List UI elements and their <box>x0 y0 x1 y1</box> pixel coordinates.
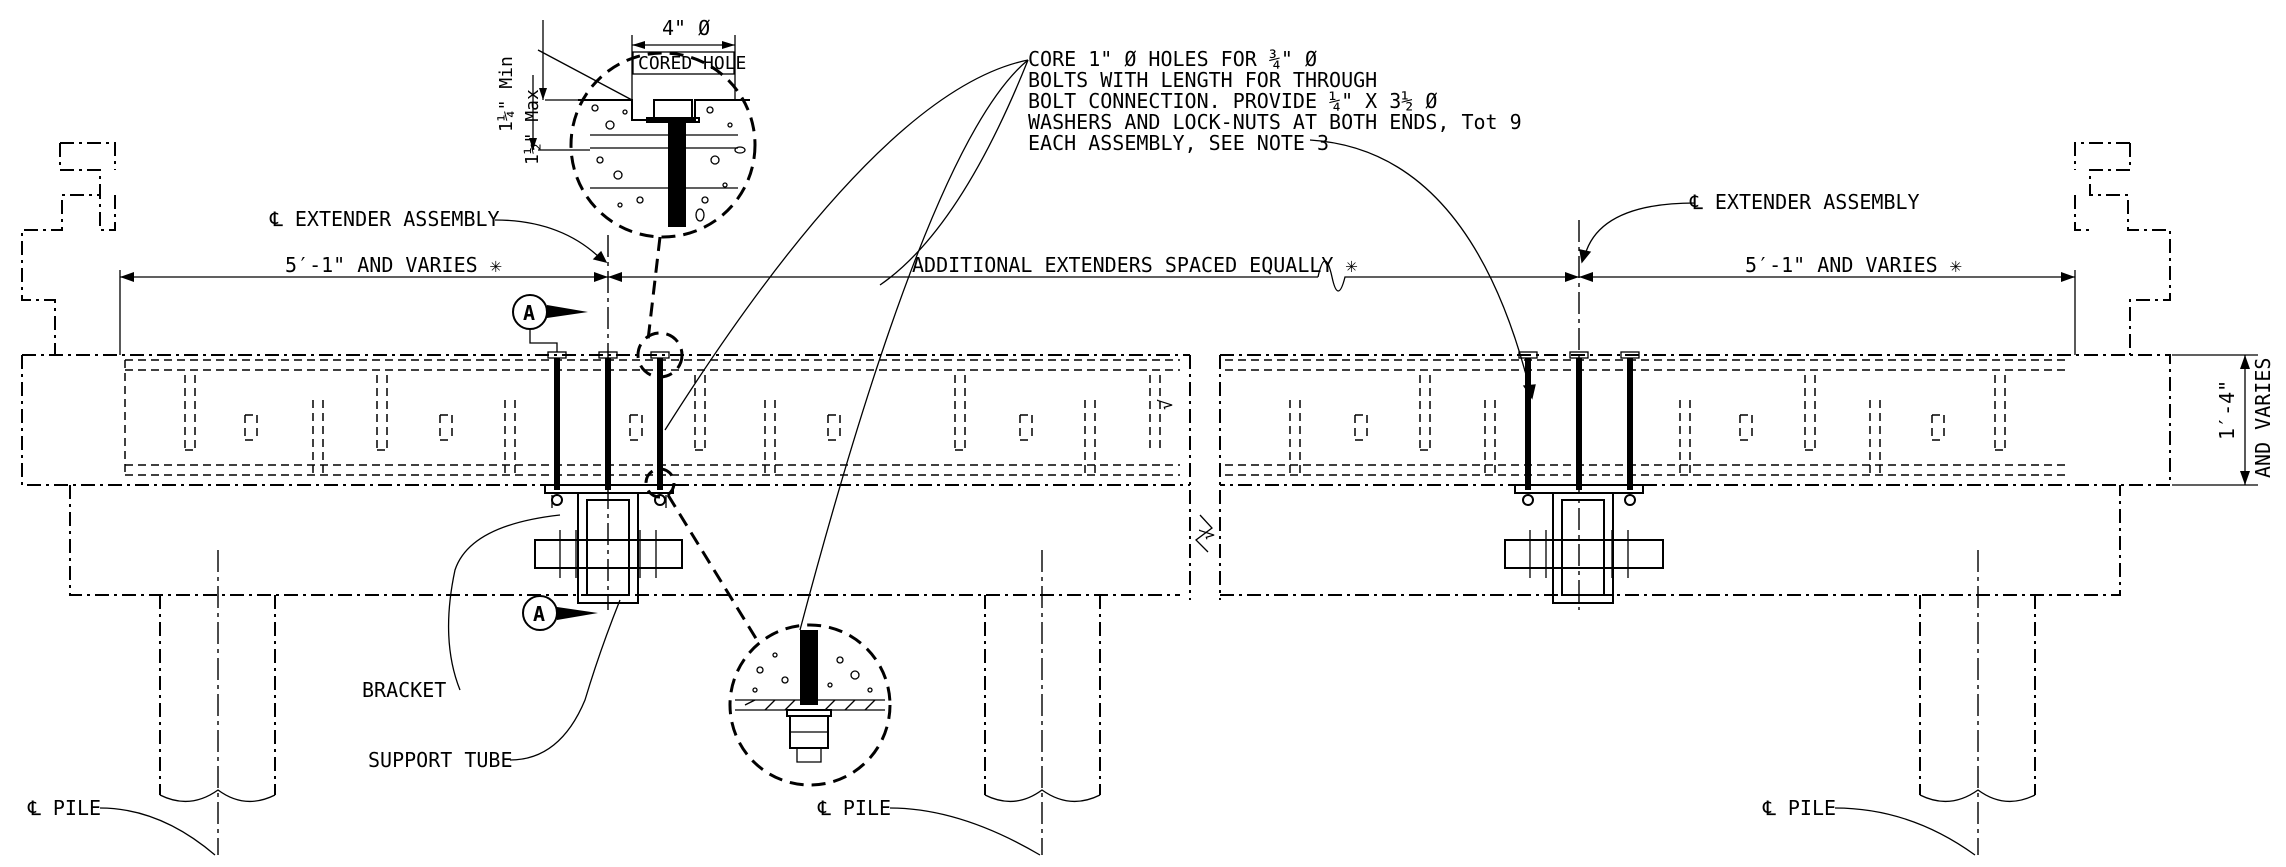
concrete-aggregate <box>752 652 873 693</box>
detail-bolt-end <box>644 467 892 787</box>
pile-label-2: ℄ PILE <box>817 796 891 820</box>
rail-post-right <box>2089 143 2171 355</box>
right-panel <box>1220 142 2171 855</box>
note-line: BOLTS WITH LENGTH FOR THROUGH <box>1028 68 1377 92</box>
break-mark-top: √ <box>1156 399 1177 410</box>
leaders <box>99 59 1976 856</box>
note-line: WASHERS AND LOCK-NUTS AT BOTH ENDS, Tot … <box>1028 110 1522 134</box>
bolt-shank <box>800 630 818 705</box>
section-mark-bottom: A <box>522 595 598 631</box>
dimension-line <box>119 260 2076 355</box>
max-label: 1½" Max <box>522 89 543 165</box>
left-panel <box>21 142 1190 855</box>
pile-left-1 <box>159 595 276 795</box>
extender-assembly-left <box>534 235 683 610</box>
detail-leader-top <box>646 236 662 341</box>
break-lines: √ √ <box>1156 355 1221 600</box>
detail-callout-top <box>636 331 684 379</box>
pile-label-1: ℄ PILE <box>27 796 101 820</box>
diameter-label: 4" Ø <box>662 16 710 40</box>
bracket-label: BRACKET <box>362 678 446 702</box>
cored-hole-label: CORED HOLE <box>638 53 746 74</box>
grating-members-right <box>1289 375 2006 475</box>
pile-left-2 <box>984 595 1101 795</box>
concrete-aggregate <box>591 104 746 222</box>
svg-text:A: A <box>523 301 535 325</box>
pile-right <box>1919 595 2036 795</box>
note-line: BOLT CONNECTION. PROVIDE ¼" X 3½ Ø <box>1028 89 1437 113</box>
grating-members-left <box>184 375 1161 475</box>
dim-left-label: 5′-1" AND VARIES ✳ <box>285 253 502 277</box>
lock-nut <box>789 715 829 749</box>
break-mark-bottom: √ <box>1198 529 1219 540</box>
support-tube-label: SUPPORT TUBE <box>368 748 513 772</box>
bolt-nut <box>653 99 693 119</box>
bolt-note: CORE 1" Ø HOLES FOR ¾" Ø BOLTS WITH LENG… <box>1028 47 1522 155</box>
pile-label-3: ℄ PILE <box>1762 796 1836 820</box>
extender-assembly-right <box>1504 220 1664 610</box>
height-dimension: 1′-4" AND VARIES <box>2172 354 2275 486</box>
detail-cored-hole: CORED HOLE 4" Ø 1¼" Min 1½" Max <box>496 16 757 239</box>
note-line: EACH ASSEMBLY, SEE NOTE 3 <box>1028 131 1329 155</box>
bolt-shank <box>668 122 686 227</box>
cap-beam-right <box>1220 485 2121 596</box>
svg-text:A: A <box>533 602 545 626</box>
extender-assembly-left-label: ℄ EXTENDER ASSEMBLY <box>269 207 500 231</box>
rail-post-left <box>21 143 101 355</box>
height-note: AND VARIES <box>2251 358 2275 478</box>
dim-right-label: 5′-1" AND VARIES ✳ <box>1745 253 1962 277</box>
note-line: CORE 1" Ø HOLES FOR ¾" Ø <box>1028 47 1317 71</box>
height-value: 1′-4" <box>2215 380 2239 440</box>
support-tube <box>1504 539 1664 569</box>
section-mark-top: A <box>512 294 588 352</box>
detail-leader-bottom <box>666 494 762 646</box>
dim-middle-label: ADDITIONAL EXTENDERS SPACED EQUALLY ✳ <box>912 253 1358 277</box>
min-label: 1¼" Min <box>496 56 517 132</box>
extender-assembly-right-label: ℄ EXTENDER ASSEMBLY <box>1689 190 1920 214</box>
bracket-body <box>1552 492 1614 604</box>
